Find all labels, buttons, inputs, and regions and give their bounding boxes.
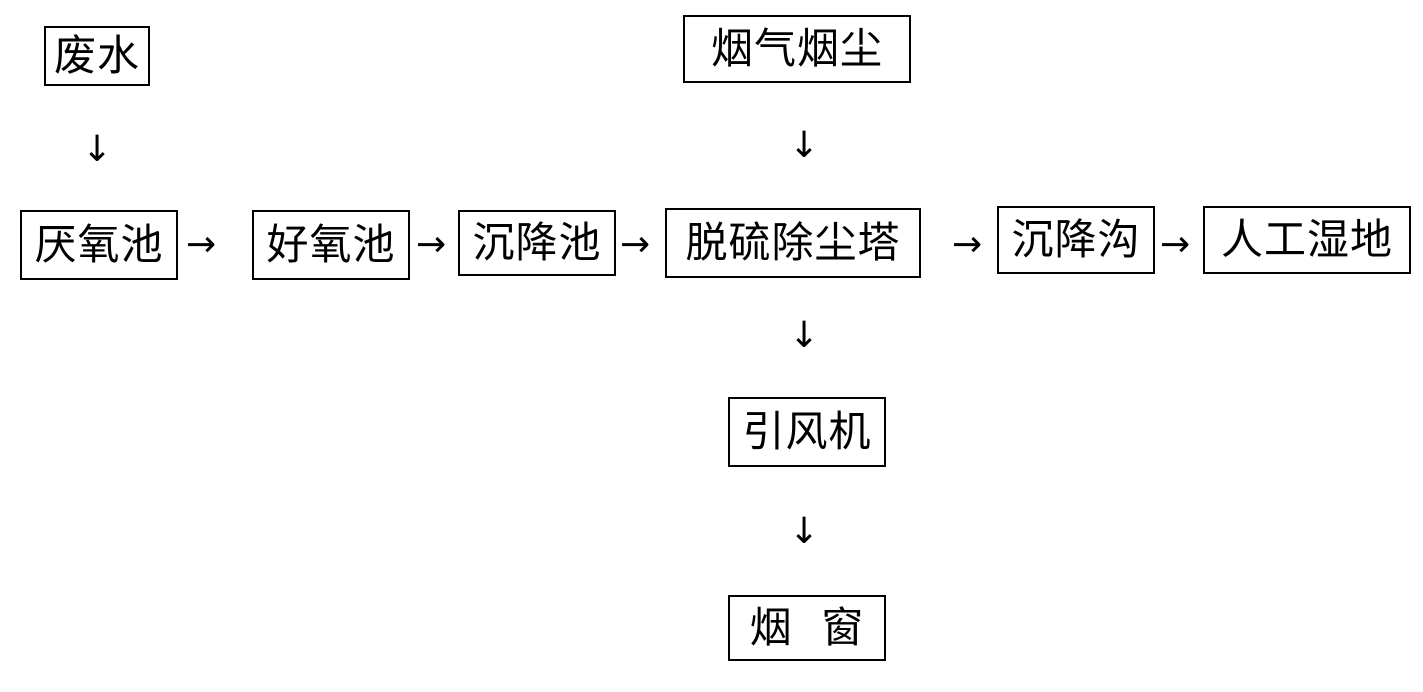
arrow-wastewater-down: ↓ — [82, 129, 113, 170]
node-anaerobic-tank: 厌氧池 — [20, 210, 178, 280]
node-flue-gas-dust: 烟气烟尘 — [683, 15, 911, 83]
arrow-anaerobic-to-aerobic: → — [186, 224, 217, 265]
node-desulfurization-tower: 脱硫除尘塔 — [665, 208, 921, 278]
arrow-fan-down: ↓ — [789, 511, 820, 552]
node-induced-draft-fan: 引风机 — [728, 397, 886, 467]
node-settling-ditch: 沉降沟 — [997, 206, 1155, 274]
node-chimney: 烟 窗 — [728, 595, 886, 661]
node-aerobic-tank: 好氧池 — [252, 210, 410, 280]
node-settling-tank: 沉降池 — [458, 210, 616, 276]
node-wastewater: 废水 — [44, 26, 150, 86]
arrow-aerobic-to-settling: → — [416, 224, 447, 265]
node-constructed-wetland: 人工湿地 — [1203, 206, 1411, 274]
arrow-ditch-to-wetland: → — [1160, 224, 1191, 265]
arrow-flue-gas-down: ↓ — [789, 125, 820, 166]
arrow-tower-to-ditch: → — [952, 224, 983, 265]
arrow-tower-down: ↓ — [789, 315, 820, 356]
arrow-settling-to-tower: → — [620, 224, 651, 265]
